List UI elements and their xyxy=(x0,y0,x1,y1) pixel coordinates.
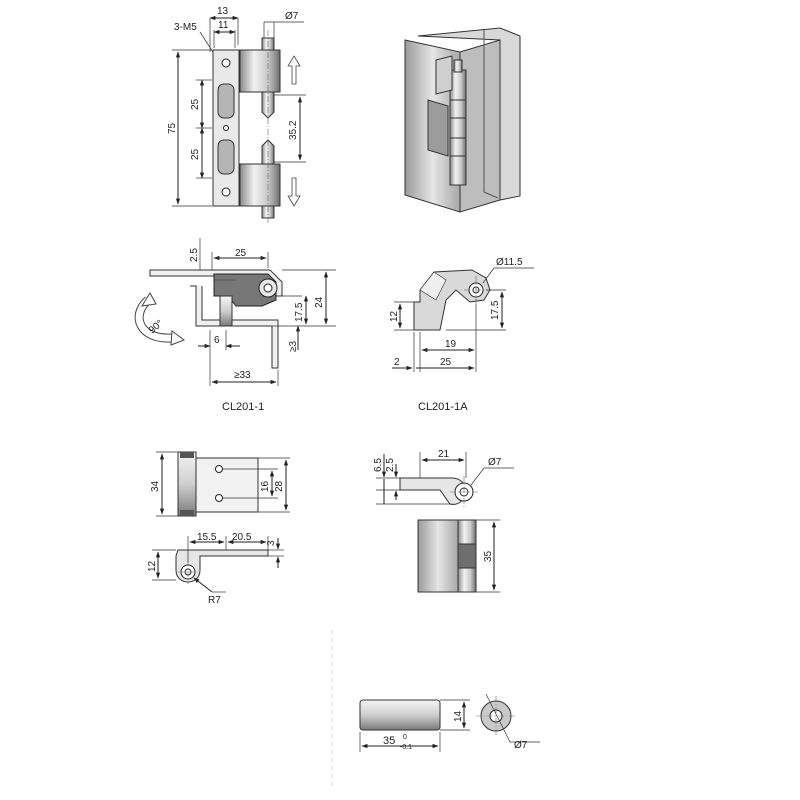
dim-phi7-pin: Ø7 xyxy=(514,740,528,751)
view-pin: 35 0 -0.1 14 Ø7 xyxy=(359,693,540,752)
view-cl201-1-section: 2.5 25 90° 17.5 24 ≥3 6 xyxy=(134,238,336,413)
dim-17-5: 17.5 xyxy=(294,302,305,322)
view-leaf-side: 15.5 20.5 3 12 R7 xyxy=(147,532,284,606)
dim-20-5: 20.5 xyxy=(232,532,252,543)
dim-3m5: 3-M5 xyxy=(174,22,197,33)
dim-25-top: 25 xyxy=(235,248,247,259)
dim-12-left: 12 xyxy=(389,310,400,322)
dim-35-2: 35.2 xyxy=(288,120,299,140)
dim-tol-up: 0 xyxy=(403,734,407,741)
arrow-up-icon xyxy=(287,55,301,85)
dim-25-lower: 25 xyxy=(190,148,201,160)
dim-tol-low: -0.1 xyxy=(400,744,412,751)
dim-phi7-frame: Ø7 xyxy=(488,457,502,468)
upper-knuckle xyxy=(239,49,281,93)
dim-17-5-right: 17.5 xyxy=(490,300,501,320)
dim-28: 28 xyxy=(274,480,285,492)
dim-phi11-5: Ø11.5 xyxy=(496,257,523,268)
view-front-hinge: 13 11 3-M5 Ø7 xyxy=(167,6,306,225)
dim-25-bottom: 25 xyxy=(440,357,452,368)
dim-25-upper: 25 xyxy=(190,98,201,110)
dim-16: 16 xyxy=(260,480,271,492)
dim-2-5: 2.5 xyxy=(189,248,200,262)
arrow-down-icon xyxy=(287,177,301,207)
dim-14: 14 xyxy=(453,710,464,722)
dim-75: 75 xyxy=(167,122,178,134)
dim-3: 3 xyxy=(266,540,277,546)
dim-24: 24 xyxy=(314,296,325,308)
view-cl201-1a: Ø11.5 12 17.5 19 2 25 CL201-1A xyxy=(389,257,534,413)
isometric-installation xyxy=(404,27,521,213)
caption-cl201-1a: CL201-1A xyxy=(418,401,468,413)
dim-2: 2 xyxy=(394,357,400,368)
dim-13: 13 xyxy=(217,6,229,17)
dim-35-frame: 35 xyxy=(483,550,494,562)
dim-ge3: ≥3 xyxy=(288,341,299,352)
dim-34: 34 xyxy=(150,480,161,492)
dim-15-5: 15.5 xyxy=(197,532,217,543)
dim-2-5-frame: 2.5 xyxy=(385,458,396,472)
dim-phi7: Ø7 xyxy=(285,11,299,22)
dim-19: 19 xyxy=(445,339,457,350)
dim-11: 11 xyxy=(218,20,229,31)
dim-r7: R7 xyxy=(208,595,221,606)
dim-35-pin: 35 xyxy=(383,735,395,747)
dim-ge33: ≥33 xyxy=(234,370,251,381)
dim-21: 21 xyxy=(438,449,450,460)
dim-6-5: 6.5 xyxy=(373,458,384,472)
pin-body xyxy=(359,699,441,731)
dim-6: 6 xyxy=(214,335,220,346)
caption-cl201-1: CL201-1 xyxy=(222,401,264,413)
lower-knuckle xyxy=(239,163,281,207)
view-frame-leaf: 21 Ø7 6.5 2.5 35 xyxy=(373,449,514,593)
dim-12-leaf: 12 xyxy=(147,560,158,572)
view-leaf-plan: 34 16 28 xyxy=(150,451,290,517)
